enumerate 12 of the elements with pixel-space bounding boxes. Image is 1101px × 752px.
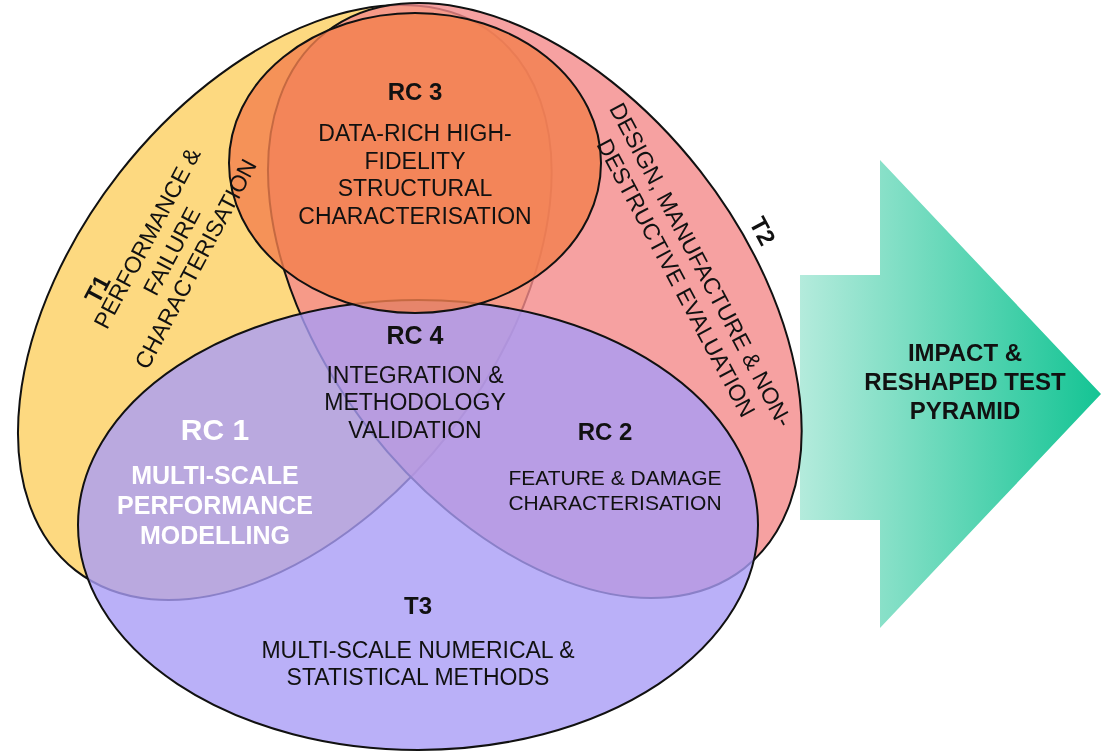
research-label: RC 3 (386, 77, 444, 107)
arrow-label: IMPACT & RESHAPED TEST PYRAMID (863, 339, 1067, 426)
research-description: MULTI-SCALE PERFORMANCE MODELLING (116, 460, 314, 550)
research-label: RC 1 (179, 412, 251, 448)
research-label: RC 4 (385, 320, 445, 350)
research-description: FEATURE & DAMAGE CHARACTERISATION (507, 465, 723, 516)
theme-description: MULTI-SCALE NUMERICAL & STATISTICAL METHODS (260, 636, 576, 692)
theme-label: T3 (403, 591, 433, 621)
research-label: RC 2 (576, 417, 634, 447)
research-description: DATA-RICH HIGH-FIDELITY STRUCTURAL CHARACTERISATION (297, 120, 533, 231)
theme-label: T2 (744, 212, 783, 251)
research-description: INTEGRATION & METHODOLOGY VALIDATION (323, 361, 507, 445)
